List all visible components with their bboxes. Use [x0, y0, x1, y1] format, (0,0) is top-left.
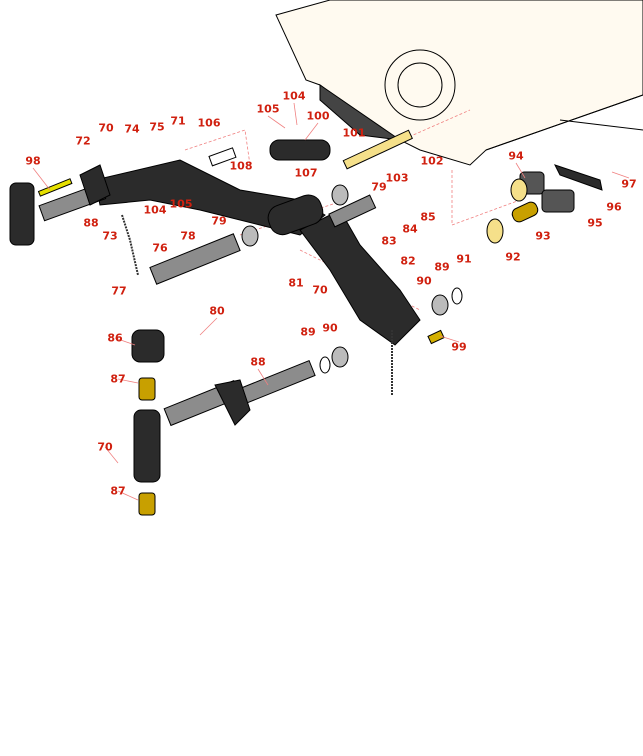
- callout-102: 102: [420, 154, 444, 168]
- callout-84: 84: [402, 222, 418, 236]
- callout-89: 89: [300, 325, 316, 339]
- callout-70: 70: [98, 121, 114, 135]
- callout-91: 91: [456, 252, 472, 266]
- callout-73: 73: [102, 229, 118, 243]
- callout-99: 99: [451, 340, 467, 354]
- callout-83: 83: [381, 234, 397, 248]
- callout-88: 88: [250, 355, 266, 369]
- callout-88: 88: [83, 216, 99, 230]
- callout-100: 100: [306, 109, 330, 123]
- deck-frame: [275, 0, 643, 166]
- callout-87: 87: [110, 484, 126, 498]
- callout-75: 75: [149, 120, 165, 134]
- callout-79: 79: [371, 180, 387, 194]
- callout-106: 106: [197, 116, 221, 130]
- callout-104: 104: [282, 89, 306, 103]
- callout-70: 70: [312, 283, 328, 297]
- callout-82: 82: [400, 254, 416, 268]
- springs: [486, 164, 603, 244]
- callout-86: 86: [107, 331, 123, 345]
- callout-70: 70: [97, 440, 113, 454]
- callout-89: 89: [434, 260, 450, 274]
- callout-77: 77: [111, 284, 127, 298]
- callout-76: 76: [152, 241, 168, 255]
- caster-housings: [9, 164, 251, 483]
- callout-97: 97: [621, 177, 637, 191]
- callout-85: 85: [420, 210, 436, 224]
- callout-108: 108: [229, 159, 253, 173]
- callout-93: 93: [535, 229, 551, 243]
- callout-92: 92: [505, 250, 521, 264]
- callout-72: 72: [75, 134, 91, 148]
- callout-74: 74: [124, 122, 140, 136]
- callout-80: 80: [209, 304, 225, 318]
- callout-95: 95: [587, 216, 603, 230]
- chains: [121, 214, 393, 395]
- main-arm: [94, 139, 421, 346]
- callout-90: 90: [322, 321, 338, 335]
- callout-103: 103: [385, 171, 409, 185]
- callout-94: 94: [508, 149, 524, 163]
- callout-71: 71: [170, 114, 186, 128]
- callout-96: 96: [606, 200, 622, 214]
- leader-lines: [32, 102, 630, 501]
- callout-87: 87: [110, 372, 126, 386]
- callout-79: 79: [211, 214, 227, 228]
- callout-105: 105: [169, 197, 193, 211]
- callout-78: 78: [180, 229, 196, 243]
- callout-101: 101: [342, 126, 366, 140]
- callout-90: 90: [416, 274, 432, 288]
- bushings: [241, 184, 463, 374]
- callout-81: 81: [288, 276, 304, 290]
- brass-parts: [37, 129, 539, 516]
- callout-105: 105: [256, 102, 280, 116]
- callout-104: 104: [143, 203, 167, 217]
- callout-107: 107: [294, 166, 318, 180]
- callout-98: 98: [25, 154, 41, 168]
